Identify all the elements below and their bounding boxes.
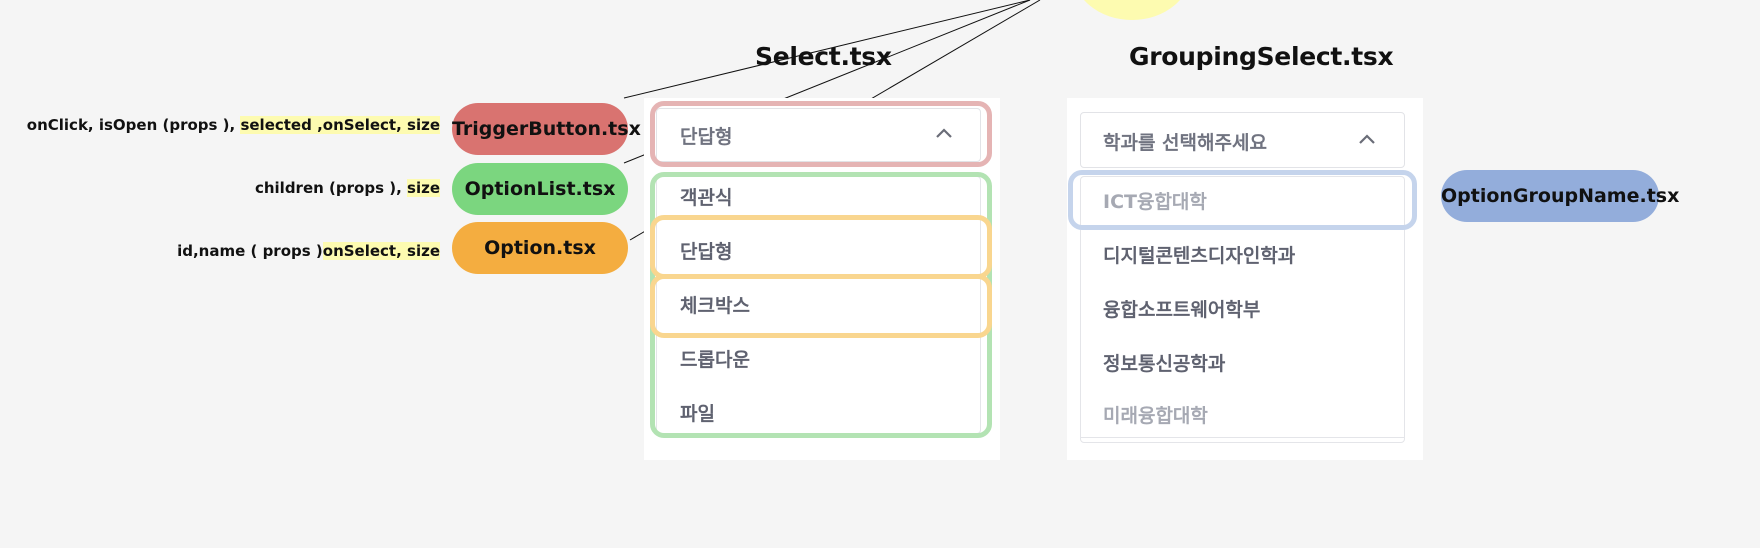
option-group-name-pill: OptionGroupName.tsx xyxy=(1441,170,1679,222)
option-props-highlight: onSelect, size xyxy=(322,242,440,260)
select-option-1[interactable]: 단답형 xyxy=(680,241,733,263)
grouping-option-information-communication[interactable]: 정보통신공학과 xyxy=(1103,353,1226,375)
select-selected-value: 단답형 xyxy=(680,126,733,148)
grouping-trigger-box[interactable] xyxy=(1080,112,1405,168)
chevron-up-icon[interactable] xyxy=(1357,132,1377,146)
grouping-option-digital-contents[interactable]: 디지털콘텐츠디자인학과 xyxy=(1103,245,1296,267)
group-name-highlight-outline xyxy=(1068,170,1417,230)
select-option-0[interactable]: 객관식 xyxy=(680,187,733,209)
trigger-props-highlight: selected ,onSelect, size xyxy=(240,116,440,134)
list-divider xyxy=(1080,437,1405,438)
grouping-select-title: GroupingSelect.tsx xyxy=(1129,42,1394,71)
trigger-props-annotation: onClick, isOpen (props ), selected ,onSe… xyxy=(0,116,440,134)
option-props-annotation: id,name ( props )onSelect, size xyxy=(0,242,440,260)
optionlist-props-plain: children (props ), xyxy=(254,179,402,197)
option-props-plain: id,name ( props ) xyxy=(177,242,323,260)
option-highlight-outline-2 xyxy=(650,274,992,338)
group-name-ict: ICT융합대학 xyxy=(1103,191,1207,213)
grouping-placeholder: 학과를 선택해주세요 xyxy=(1103,132,1267,154)
option-list-pill: OptionList.tsx xyxy=(452,163,628,215)
option-highlight-outline-1 xyxy=(650,215,992,279)
yellow-highlight-blob xyxy=(1072,0,1192,20)
optionlist-props-highlight: size xyxy=(407,179,440,197)
group-name-future: 미래융합대학 xyxy=(1103,405,1208,427)
select-trigger-box[interactable] xyxy=(656,108,981,162)
optionlist-props-annotation: children (props ), size xyxy=(0,179,440,197)
option-pill: Option.tsx xyxy=(452,222,628,274)
trigger-button-pill: TriggerButton.tsx xyxy=(452,103,641,155)
trigger-highlight-outline xyxy=(650,101,992,167)
select-option-2[interactable]: 체크박스 xyxy=(680,295,750,317)
trigger-props-plain: onClick, isOpen (props ), xyxy=(26,116,236,134)
chevron-up-icon[interactable] xyxy=(934,126,954,140)
select-option-4[interactable]: 파일 xyxy=(680,403,715,425)
select-title: Select.tsx xyxy=(755,42,892,71)
grouping-option-convergence-software[interactable]: 융합소프트웨어학부 xyxy=(1103,299,1261,321)
grouping-option-list xyxy=(1080,176,1405,443)
select-option-3[interactable]: 드롭다운 xyxy=(680,349,750,371)
